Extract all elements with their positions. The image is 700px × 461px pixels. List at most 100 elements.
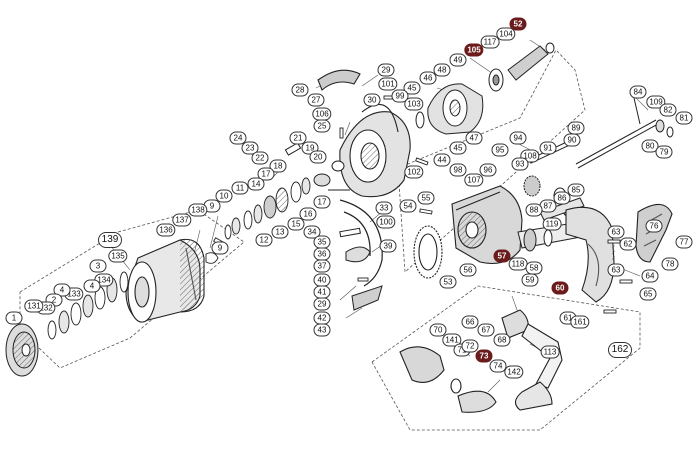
line-roller bbox=[284, 142, 345, 187]
part-label: 86 bbox=[553, 191, 571, 205]
part-label: 33 bbox=[375, 201, 393, 215]
part-label: 15 bbox=[287, 217, 305, 231]
part-label: 43 bbox=[313, 323, 331, 337]
part-label: 44 bbox=[433, 153, 451, 167]
part-label: 96 bbox=[479, 163, 497, 177]
part-label: 100 bbox=[376, 215, 396, 229]
part-label: 59 bbox=[521, 273, 539, 287]
part-label: 77 bbox=[675, 235, 693, 249]
part-label: 68 bbox=[493, 333, 511, 347]
drive-gear bbox=[413, 225, 443, 279]
part-label: 4 bbox=[53, 283, 71, 297]
part-label: 137 bbox=[172, 213, 192, 227]
part-label: 3 bbox=[89, 259, 107, 273]
part-label: 12 bbox=[255, 233, 273, 247]
part-label: 23 bbox=[241, 141, 259, 155]
part-label: 119 bbox=[542, 217, 562, 231]
part-label: 53 bbox=[439, 275, 457, 289]
part-label: 1 bbox=[5, 311, 23, 325]
part-label: 54 bbox=[399, 199, 417, 213]
part-label: 84 bbox=[629, 85, 647, 99]
part-label: 139 bbox=[98, 232, 122, 248]
handle-assembly-box bbox=[371, 285, 641, 431]
part-label: 103 bbox=[404, 97, 424, 111]
part-label: 104 bbox=[496, 27, 516, 41]
part-label: 65 bbox=[639, 287, 657, 301]
crank-shaft bbox=[575, 97, 674, 169]
spool bbox=[125, 238, 205, 323]
part-label: 17 bbox=[313, 195, 331, 209]
part-label: 90 bbox=[563, 133, 581, 147]
part-label: 25 bbox=[313, 119, 331, 133]
part-label: 91 bbox=[539, 141, 557, 155]
part-label: 85 bbox=[567, 183, 585, 197]
part-label: 29 bbox=[377, 63, 395, 77]
gearbox-body bbox=[451, 185, 523, 265]
part-label: 16 bbox=[299, 207, 317, 221]
screws bbox=[339, 95, 633, 314]
part-label: 20 bbox=[309, 150, 327, 164]
part-label: 63 bbox=[607, 225, 625, 239]
rotor bbox=[317, 69, 411, 198]
reel-body bbox=[565, 206, 615, 303]
part-label: 76 bbox=[645, 219, 663, 233]
part-label: 81 bbox=[675, 111, 693, 125]
part-label: 66 bbox=[461, 315, 479, 329]
part-label: 138 bbox=[188, 203, 208, 217]
part-label: 105 bbox=[464, 43, 484, 57]
part-label: 21 bbox=[289, 131, 307, 145]
part-label: 67 bbox=[477, 323, 495, 337]
part-label: 78 bbox=[661, 257, 679, 271]
part-label: 88 bbox=[525, 203, 543, 217]
part-label: 89 bbox=[567, 121, 585, 135]
part-label: 4 bbox=[83, 279, 101, 293]
part-label: 57 bbox=[493, 249, 511, 263]
part-label: 117 bbox=[480, 35, 500, 49]
pinion-assembly bbox=[415, 42, 555, 135]
drag-knob bbox=[5, 323, 39, 377]
part-label: 49 bbox=[449, 53, 467, 67]
bail-arm bbox=[339, 199, 383, 287]
part-label: 162 bbox=[608, 342, 632, 358]
drag-washer-stack bbox=[47, 271, 129, 340]
part-label: 11 bbox=[231, 181, 249, 195]
part-label: 161 bbox=[570, 315, 590, 329]
part-label: 9 bbox=[211, 241, 229, 255]
part-label: 135 bbox=[108, 249, 128, 263]
part-label: 29 bbox=[313, 297, 331, 311]
part-label: 13 bbox=[271, 225, 289, 239]
part-label: 101 bbox=[378, 77, 398, 91]
part-label: 40 bbox=[313, 273, 331, 287]
part-label: 94 bbox=[509, 131, 527, 145]
part-label: 63 bbox=[607, 263, 625, 277]
part-label: 102 bbox=[404, 165, 424, 179]
part-label: 46 bbox=[419, 71, 437, 85]
part-label: 72 bbox=[461, 339, 479, 353]
part-label: 93 bbox=[511, 157, 529, 171]
part-label: 107 bbox=[464, 173, 484, 187]
spool-clip bbox=[205, 252, 219, 264]
part-label: 82 bbox=[659, 103, 677, 117]
drive-gear-assembly-box bbox=[397, 49, 586, 273]
part-label: 79 bbox=[655, 145, 673, 159]
part-label: 70 bbox=[429, 323, 447, 337]
part-label: 47 bbox=[465, 131, 483, 145]
bail-parts bbox=[328, 189, 383, 311]
part-label: 64 bbox=[641, 269, 659, 283]
part-label: 73 bbox=[475, 349, 493, 363]
rotor-cover bbox=[635, 203, 673, 263]
shaft-washer-row bbox=[224, 177, 311, 240]
part-label: 17 bbox=[257, 167, 275, 181]
part-label: 95 bbox=[491, 143, 509, 157]
part-label: 37 bbox=[313, 259, 331, 273]
part-label: 27 bbox=[307, 93, 325, 107]
part-label: 10 bbox=[215, 189, 233, 203]
part-label: 131 bbox=[24, 299, 44, 313]
part-label: 30 bbox=[363, 93, 381, 107]
part-label: 14 bbox=[247, 177, 265, 191]
part-label: 98 bbox=[449, 163, 467, 177]
part-label: 62 bbox=[619, 237, 637, 251]
part-label: 56 bbox=[459, 263, 477, 277]
part-label: 28 bbox=[291, 83, 309, 97]
